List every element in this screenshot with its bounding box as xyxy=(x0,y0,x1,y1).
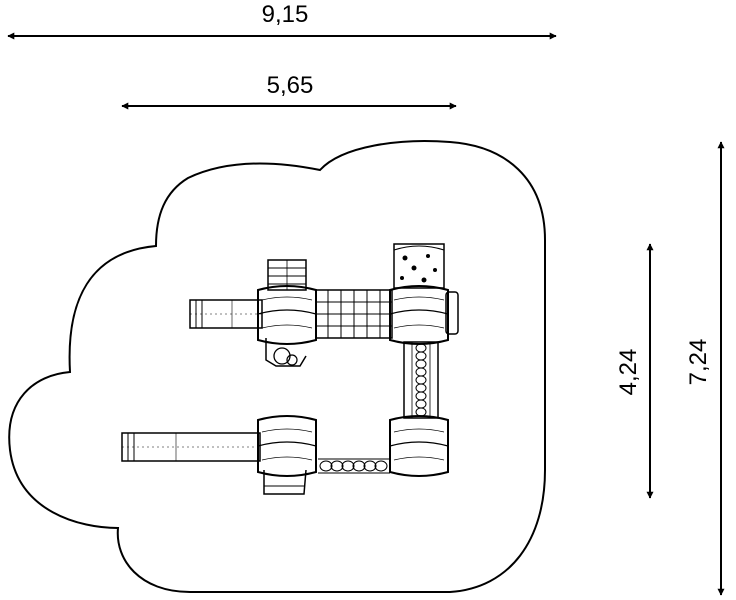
chain-link xyxy=(363,460,377,472)
tower-bottom-left xyxy=(257,415,317,477)
chain-link xyxy=(341,460,355,472)
chain-link xyxy=(330,460,344,472)
tower-top-right xyxy=(389,285,449,345)
tower-top-left xyxy=(257,285,317,345)
chain-link xyxy=(415,391,427,401)
chain-bridge-horizontal xyxy=(318,458,390,474)
step-platform xyxy=(263,469,307,495)
overall-width-label: 9,15 xyxy=(262,1,309,28)
structure-width-label: 5,65 xyxy=(267,72,314,99)
dimension-structure-width: 5,65 xyxy=(121,72,457,110)
chain-link xyxy=(415,367,427,377)
overall-depth-label: 7,24 xyxy=(685,339,712,386)
chain-link xyxy=(415,359,427,369)
safety-zone-outline xyxy=(8,140,546,593)
dimension-structure-depth: 4,24 xyxy=(615,243,654,499)
chain-bridge-vertical xyxy=(403,341,439,419)
chain-link xyxy=(352,460,366,472)
structure-depth-label: 4,24 xyxy=(615,349,642,396)
chain-link xyxy=(415,351,427,361)
dimension-overall-width: 9,15 xyxy=(7,1,557,40)
chain-link xyxy=(415,407,427,417)
chain-link xyxy=(374,460,388,472)
chain-link xyxy=(319,460,333,472)
upper-slide xyxy=(189,299,263,329)
tower-bottom-right xyxy=(389,415,449,477)
chain-link xyxy=(415,343,427,353)
chain-link xyxy=(415,399,427,409)
small-climber xyxy=(265,338,307,367)
net-bridge xyxy=(315,289,393,339)
chain-link xyxy=(415,383,427,393)
climbing-wall xyxy=(393,243,445,289)
chain-link xyxy=(415,375,427,385)
lower-slide xyxy=(121,432,261,462)
dimension-overall-depth: 7,24 xyxy=(685,141,725,596)
